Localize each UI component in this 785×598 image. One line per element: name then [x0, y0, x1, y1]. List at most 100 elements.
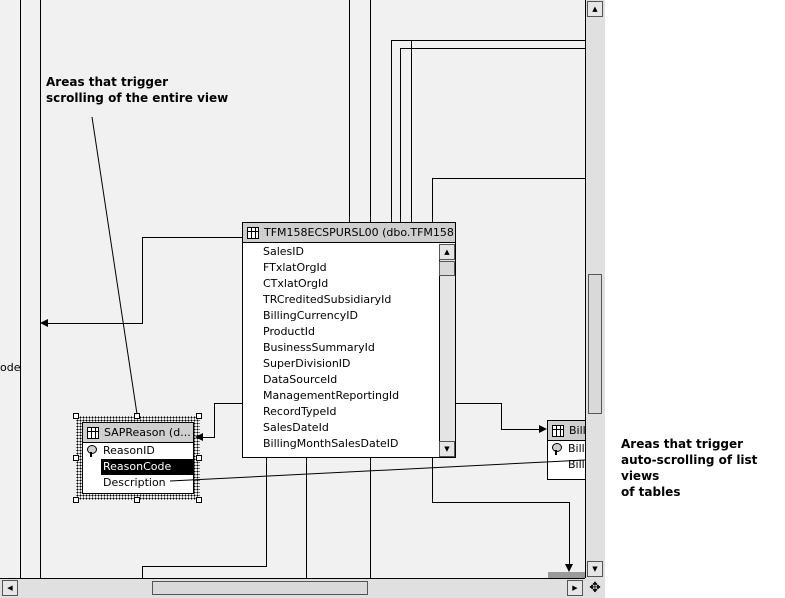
move-cursor-icon[interactable]: ✥: [585, 578, 605, 598]
relationship-line: [214, 403, 243, 404]
column-list-scrollbar[interactable]: ▲ ▼: [439, 244, 455, 457]
relationship-line: [391, 40, 392, 222]
resize-handle[interactable]: [134, 497, 140, 503]
table-title: TFM158ECSPURSL00 (dbo.TFM158...: [264, 226, 455, 239]
left-guide-line-2: [40, 0, 41, 578]
up-arrow-icon[interactable]: ▲: [587, 1, 603, 17]
right-arrow-icon[interactable]: ▶: [567, 580, 583, 596]
down-arrow-icon[interactable]: ▼: [439, 441, 455, 457]
resize-handle[interactable]: [73, 497, 79, 503]
column-name: Billi: [568, 458, 585, 471]
column-name: DataSourceId: [263, 373, 338, 386]
horizontal-scrollbar[interactable]: ◀ ▶: [0, 578, 585, 598]
column-name: SalesDateId: [263, 421, 329, 434]
table-grid-icon: [552, 424, 564, 437]
relationship-arrow-down: [565, 564, 573, 572]
primary-key-icon: [552, 443, 562, 455]
scrollbar-thumb[interactable]: [439, 261, 455, 276]
table-tfm158ecspursl00[interactable]: TFM158ECSPURSL00 (dbo.TFM158... SalesID F…: [242, 222, 456, 458]
relationship-line: [391, 40, 585, 41]
column-name: ReasonID: [103, 444, 155, 457]
column-name: TRCreditedSubsidiaryId: [263, 293, 392, 306]
relationship-line: [432, 458, 433, 502]
table-title-bar[interactable]: SAPReason (d...: [83, 423, 193, 443]
resize-handle[interactable]: [73, 413, 79, 419]
horizontal-scrollbar-thumb[interactable]: [152, 581, 368, 595]
diagram-canvas[interactable]: ode TFM158ECSPURSL00 (dbo.TFM158... Sale…: [0, 0, 585, 578]
column-name: ReasonCode: [103, 460, 172, 473]
relationship-line: [142, 237, 243, 238]
relationship-line: [214, 403, 215, 438]
column-row[interactable]: TRCreditedSubsidiaryId: [243, 292, 438, 308]
table-billing[interactable]: Billi BilliBilli: [547, 420, 585, 480]
column-name: SuperDivisionID: [263, 357, 351, 370]
column-name: Description: [103, 476, 166, 489]
column-row[interactable]: Billi: [548, 457, 585, 473]
column-name: BusinessSummaryId: [263, 341, 375, 354]
column-row[interactable]: BusinessSummaryId: [243, 340, 438, 356]
relationship-line: [501, 403, 502, 430]
relationship-line: [142, 566, 143, 578]
column-row[interactable]: SuperDivisionID: [243, 356, 438, 372]
relationship-line: [142, 566, 267, 567]
vertical-scrollbar[interactable]: ▲ ▼: [585, 0, 605, 578]
relationship-line: [48, 323, 143, 324]
offscreen-table-edge: [548, 572, 585, 578]
column-row[interactable]: Billi: [548, 441, 585, 457]
column-row[interactable]: ReasonCode: [101, 459, 193, 475]
column-row[interactable]: FTxlatOrgId: [243, 260, 438, 276]
partial-column-label: ode: [0, 361, 21, 374]
relationship-line: [266, 458, 267, 566]
relationship-line: [306, 458, 307, 578]
table-grid-icon: [247, 226, 259, 239]
column-list: BilliBilli: [548, 441, 585, 473]
table-title: Billi: [569, 424, 585, 437]
up-arrow-icon[interactable]: ▲: [439, 244, 455, 260]
resize-handle[interactable]: [196, 413, 202, 419]
vertical-scrollbar-thumb[interactable]: [588, 274, 602, 414]
relationship-arrow-right: [539, 425, 547, 433]
annotation-scroll-view: Areas that trigger scrolling of the enti…: [46, 75, 229, 105]
column-row[interactable]: ReasonID: [83, 443, 193, 459]
column-row[interactable]: BillingMonthSalesDateID: [243, 436, 438, 452]
down-arrow-icon[interactable]: ▼: [587, 561, 603, 577]
relationship-line: [349, 0, 350, 222]
annotation-auto-scroll: Areas that trigger auto-scrolling of lis…: [621, 437, 758, 499]
relationship-line: [501, 429, 540, 430]
column-name: BillingCurrencyID: [263, 309, 358, 322]
relationship-arrow-left: [40, 319, 48, 327]
column-row[interactable]: BillingCurrencyID: [243, 308, 438, 324]
column-row[interactable]: Description: [83, 475, 193, 491]
column-name: FTxlatOrgId: [263, 261, 327, 274]
relationship-line: [456, 403, 501, 404]
column-row[interactable]: RecordTypeId: [243, 404, 438, 420]
column-row[interactable]: ManagementReportingId: [243, 388, 438, 404]
resize-handle[interactable]: [196, 455, 202, 461]
table-title-bar[interactable]: Billi: [548, 421, 585, 441]
column-name: Billi: [568, 442, 585, 455]
left-arrow-icon[interactable]: ◀: [2, 580, 18, 596]
column-name: ManagementReportingId: [263, 389, 400, 402]
resize-handle[interactable]: [134, 413, 140, 419]
column-row[interactable]: DataSourceId: [243, 372, 438, 388]
column-row[interactable]: SalesID: [243, 244, 438, 260]
primary-key-icon: [87, 445, 97, 457]
column-row[interactable]: CTxlatOrgId: [243, 276, 438, 292]
left-guide-line-1: [20, 0, 21, 578]
column-name: SalesID: [263, 245, 304, 258]
column-row[interactable]: ProductId: [243, 324, 438, 340]
resize-handle[interactable]: [196, 497, 202, 503]
relationship-line: [569, 502, 570, 564]
relationship-line: [400, 48, 401, 222]
table-grid-icon: [87, 426, 99, 439]
relationship-line: [370, 0, 371, 222]
table-title-bar[interactable]: TFM158ECSPURSL00 (dbo.TFM158...: [243, 223, 455, 243]
table-title: SAPReason (d...: [104, 426, 191, 439]
column-row[interactable]: SalesDateId: [243, 420, 438, 436]
resize-handle[interactable]: [73, 455, 79, 461]
column-name: CTxlatOrgId: [263, 277, 329, 290]
relationship-line: [432, 502, 569, 503]
